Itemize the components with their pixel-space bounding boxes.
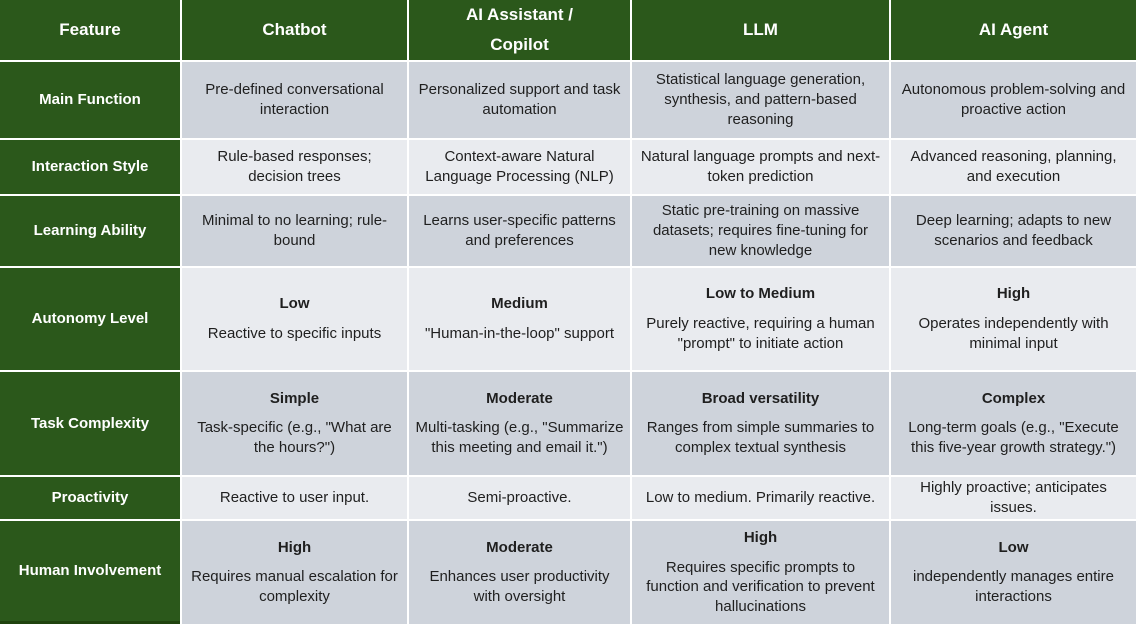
cell-text: Autonomous problem-solving and proactive…: [901, 81, 1126, 118]
cell-lead: Low: [998, 538, 1029, 556]
table-cell: Personalized support and task automation: [409, 62, 630, 138]
cell-text: Deep learning; adapts to new scenarios a…: [915, 212, 1112, 249]
table-cell: Static pre-training on massive datasets;…: [632, 196, 889, 266]
table-cell: Rule-based responses; decision trees: [182, 140, 407, 194]
cell-lead: Broad versatility: [701, 389, 820, 407]
cell-lead: Complex: [981, 389, 1046, 407]
row-header-main-function: Main Function: [0, 62, 180, 138]
table-cell: Broad versatility Ranges from simple sum…: [632, 372, 889, 475]
table-cell: Low to medium. Primarily reactive.: [632, 477, 889, 519]
row-header-proactivity: Proactivity: [0, 477, 180, 519]
table-cell: Autonomous problem-solving and proactive…: [891, 62, 1136, 138]
cell-text: Operates independently with minimal inpu…: [918, 314, 1109, 352]
cell-text: Semi-proactive.: [467, 489, 572, 507]
table-cell: Complex Long-term goals (e.g., "Execute …: [891, 372, 1136, 475]
cell-lead: High: [743, 529, 778, 547]
column-header-ai-agent: AI Agent: [891, 0, 1136, 60]
table-cell: Low to Medium Purely reactive, requiring…: [632, 268, 889, 370]
column-header-llm: LLM: [632, 0, 889, 60]
cell-text: Statistical language generation, synthes…: [655, 71, 866, 128]
table-cell: Highly proactive; anticipates issues.: [891, 477, 1136, 519]
cell-lead: Simple: [269, 389, 320, 407]
cell-text: independently manages entire interaction…: [913, 568, 1114, 606]
table-cell: Simple Task-specific (e.g., "What are th…: [182, 372, 407, 475]
cell-text: Reactive to specific inputs: [207, 324, 382, 342]
cell-lead: Low: [279, 295, 310, 313]
cell-text: Reactive to user input.: [219, 489, 370, 507]
cell-lead: High: [996, 285, 1031, 303]
cell-text: Low to medium. Primarily reactive.: [645, 489, 876, 507]
cell-text: Advanced reasoning, planning, and execut…: [910, 148, 1117, 185]
table-cell: Reactive to user input.: [182, 477, 407, 519]
table-cell: Statistical language generation, synthes…: [632, 62, 889, 138]
column-header-chatbot: Chatbot: [182, 0, 407, 60]
table-cell: Learns user-specific patterns and prefer…: [409, 196, 630, 266]
cell-lead: High: [277, 538, 312, 556]
table-cell: Semi-proactive.: [409, 477, 630, 519]
cell-text: Requires manual escalation for complexit…: [191, 568, 398, 606]
column-header-ai-assistant-copilot: AI Assistant / Copilot: [409, 0, 630, 60]
cell-text: Minimal to no learning; rule-bound: [201, 212, 388, 249]
table-cell: Natural language prompts and next-token …: [632, 140, 889, 194]
cell-text: Rule-based responses; decision trees: [217, 148, 372, 185]
row-header-learning-ability: Learning Ability: [0, 196, 180, 266]
table-cell: Medium "Human-in-the-loop" support: [409, 268, 630, 370]
cell-text: Personalized support and task automation: [418, 81, 621, 118]
cell-text: Context-aware Natural Language Processin…: [425, 148, 614, 185]
table-cell: High Operates independently with minimal…: [891, 268, 1136, 370]
table-cell: Moderate Enhances user productivity with…: [409, 521, 630, 624]
cell-text: Task-specific (e.g., "What are the hours…: [197, 419, 392, 457]
cell-text: Highly proactive; anticipates issues.: [920, 479, 1107, 516]
table-cell: Low Reactive to specific inputs: [182, 268, 407, 370]
table-cell: Moderate Multi-tasking (e.g., "Summarize…: [409, 372, 630, 475]
table-cell: Pre-defined conversational interaction: [182, 62, 407, 138]
table-cell: Deep learning; adapts to new scenarios a…: [891, 196, 1136, 266]
row-header-autonomy-level: Autonomy Level: [0, 268, 180, 370]
table-cell: Minimal to no learning; rule-bound: [182, 196, 407, 266]
table-cell: Context-aware Natural Language Processin…: [409, 140, 630, 194]
table-cell: High Requires manual escalation for comp…: [182, 521, 407, 624]
cell-lead: Low to Medium: [705, 285, 816, 303]
cell-lead: Moderate: [486, 389, 553, 407]
cell-text: Long-term goals (e.g., "Execute this fiv…: [908, 419, 1119, 457]
cell-lead: Moderate: [486, 538, 553, 556]
cell-text: Natural language prompts and next-token …: [640, 148, 881, 185]
cell-text: Static pre-training on massive datasets;…: [652, 202, 869, 259]
table-cell: Low independently manages entire interac…: [891, 521, 1136, 624]
cell-text: Multi-tasking (e.g., "Summarize this mee…: [415, 419, 624, 457]
cell-lead: Medium: [491, 295, 548, 313]
row-header-human-involvement: Human Involvement: [0, 521, 180, 624]
cell-text: Enhances user productivity with oversigh…: [429, 568, 610, 606]
cell-text: "Human-in-the-loop" support: [424, 324, 615, 342]
cell-text: Ranges from simple summaries to complex …: [646, 419, 875, 457]
row-header-interaction-style: Interaction Style: [0, 140, 180, 194]
cell-text: Purely reactive, requiring a human "prom…: [646, 314, 875, 352]
row-header-task-complexity: Task Complexity: [0, 372, 180, 475]
cell-text: Learns user-specific patterns and prefer…: [423, 212, 616, 249]
cell-text: Pre-defined conversational interaction: [205, 81, 384, 118]
table-cell: Advanced reasoning, planning, and execut…: [891, 140, 1136, 194]
column-header-feature: Feature: [0, 0, 180, 60]
cell-text: Requires specific prompts to function an…: [646, 558, 875, 616]
table-cell: High Requires specific prompts to functi…: [632, 521, 889, 624]
